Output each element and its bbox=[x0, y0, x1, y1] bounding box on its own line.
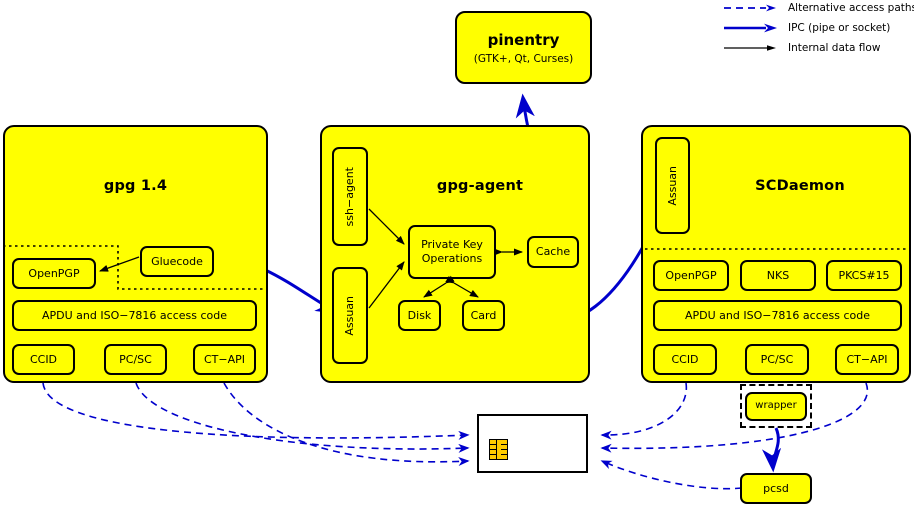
legend-thin-arrow-icon bbox=[722, 42, 780, 54]
scdaemon-app-pkcs15-label: PKCS#15 bbox=[838, 268, 890, 282]
gpg-driver-ctapi-label: CT−API bbox=[203, 352, 246, 366]
gpg-agent-title: gpg-agent bbox=[436, 178, 524, 194]
scdaemon-assuan-label: Assuan bbox=[665, 165, 679, 206]
scdaemon-app-nks[interactable]: NKS bbox=[740, 260, 816, 291]
scdaemon-app-openpgp-label: OpenPGP bbox=[665, 268, 717, 282]
scdaemon-driver-ctapi-label: CT−API bbox=[846, 352, 888, 366]
pinentry-box[interactable]: pinentry (GTK+, Qt, Curses) bbox=[455, 11, 592, 84]
scdaemon-driver-ccid[interactable]: CCID bbox=[653, 344, 717, 375]
gpg-driver-ccid[interactable]: CCID bbox=[12, 344, 75, 375]
agent-disk-box[interactable]: Disk bbox=[398, 300, 441, 331]
alt-path-ctapi-card bbox=[223, 382, 470, 466]
agent-card-box[interactable]: Card bbox=[462, 300, 505, 331]
alt-path-scd-ctapi-card bbox=[600, 382, 869, 453]
legend-label-internal-flow: Internal data flow bbox=[788, 42, 881, 54]
scdaemon-apdu-box[interactable]: APDU and ISO−7816 access code bbox=[653, 300, 902, 331]
legend-row-alt-paths: Alternative access paths bbox=[722, 2, 914, 14]
gpg-gluecode-box[interactable]: Gluecode bbox=[140, 246, 214, 277]
scdaemon-driver-pcsc-label: PC/SC bbox=[760, 352, 794, 366]
legend-label-alt-paths: Alternative access paths bbox=[788, 2, 914, 14]
gpg-driver-pcsc[interactable]: PC/SC bbox=[104, 344, 167, 375]
pcsd-box[interactable]: pcsd bbox=[740, 473, 812, 504]
scdaemon-driver-pcsc[interactable]: PC/SC bbox=[745, 344, 809, 375]
legend-dashed-line-icon bbox=[722, 2, 780, 14]
scdaemon-app-nks-label: NKS bbox=[766, 268, 790, 282]
alt-path-pcsd-card bbox=[600, 460, 743, 490]
scdaemon-assuan-box[interactable]: Assuan bbox=[655, 137, 690, 234]
scdaemon-driver-ccid-label: CCID bbox=[671, 352, 699, 366]
scdaemon-apdu-label: APDU and ISO−7816 access code bbox=[684, 308, 871, 322]
ipc-wrapper-to-pcsd bbox=[761, 427, 782, 473]
gpg-driver-ctapi[interactable]: CT−API bbox=[193, 344, 256, 375]
smartcard[interactable] bbox=[477, 414, 588, 473]
alt-path-group-right bbox=[600, 382, 869, 490]
agent-assuan-box[interactable]: Assuan bbox=[332, 267, 368, 364]
agent-assuan-label: Assuan bbox=[343, 295, 357, 336]
agent-pko-line1: Private Key bbox=[421, 238, 483, 252]
gpg-apdu-box[interactable]: APDU and ISO−7816 access code bbox=[12, 300, 257, 331]
wrapper-label: wrapper bbox=[755, 400, 797, 412]
legend-row-internal-flow: Internal data flow bbox=[722, 42, 880, 54]
gpg-apdu-label: APDU and ISO−7816 access code bbox=[41, 308, 228, 322]
gpg-title: gpg 1.4 bbox=[103, 178, 168, 194]
gpg-openpgp-box[interactable]: OpenPGP bbox=[12, 258, 96, 289]
agent-ssh-agent-box[interactable]: ssh−agent bbox=[332, 147, 368, 246]
agent-pko-line2: Operations bbox=[421, 252, 483, 265]
alt-path-pcsc-card bbox=[135, 382, 470, 453]
scdaemon-app-openpgp[interactable]: OpenPGP bbox=[653, 260, 729, 291]
legend-thick-arrow-icon bbox=[722, 22, 780, 34]
legend-row-ipc: IPC (pipe or socket) bbox=[722, 22, 890, 34]
scdaemon-app-pkcs15[interactable]: PKCS#15 bbox=[826, 260, 902, 291]
scdaemon-title: SCDaemon bbox=[755, 178, 845, 194]
gpg-gluecode-label: Gluecode bbox=[151, 254, 203, 268]
alt-path-group-left bbox=[42, 382, 470, 466]
gpg-driver-ccid-label: CCID bbox=[29, 352, 58, 366]
agent-ssh-agent-label: ssh−agent bbox=[343, 166, 357, 227]
agent-cache-label: Cache bbox=[535, 245, 571, 259]
pinentry-title: pinentry bbox=[487, 30, 560, 49]
pinentry-subtitle: (GTK+, Qt, Curses) bbox=[473, 52, 574, 65]
legend-label-ipc: IPC (pipe or socket) bbox=[788, 22, 891, 34]
agent-disk-label: Disk bbox=[407, 308, 432, 322]
gpg-driver-pcsc-label: PC/SC bbox=[119, 352, 152, 366]
gpg-openpgp-label: OpenPGP bbox=[28, 266, 80, 280]
alt-path-scd-ccid-card bbox=[600, 382, 688, 440]
scdaemon-driver-ctapi[interactable]: CT−API bbox=[835, 344, 899, 375]
wrapper-box[interactable]: wrapper bbox=[745, 392, 807, 421]
pcsd-label: pcsd bbox=[763, 481, 789, 495]
smartcard-chip-icon bbox=[489, 439, 508, 460]
agent-cache-box[interactable]: Cache bbox=[527, 236, 579, 268]
agent-card-label: Card bbox=[470, 308, 497, 322]
agent-private-key-ops-box[interactable]: Private Key Operations bbox=[408, 225, 496, 279]
alt-path-ccid-card bbox=[42, 382, 470, 440]
